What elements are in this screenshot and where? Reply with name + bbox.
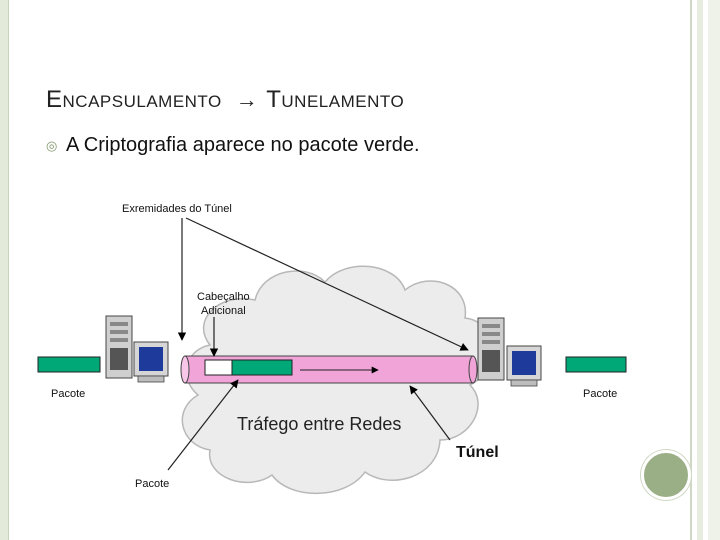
encrypted-packet (231, 359, 293, 376)
label-pacote-right: Pacote (583, 388, 617, 400)
additional-header-block (204, 359, 233, 376)
title-word: NCAPSULAMENTO (62, 92, 222, 111)
label-trafego: Tráfego entre Redes (237, 414, 401, 434)
computer-right-icon (477, 317, 542, 387)
computer-left-icon (105, 315, 169, 383)
arrow-right-icon: → (235, 87, 259, 112)
pointer-line (185, 217, 469, 351)
label-tunel: Túnel (456, 444, 499, 461)
bullet-text: A Criptografia aparece no pacote verde. (66, 134, 420, 156)
right-frame-line (708, 0, 720, 540)
target-bullet-icon: ◎ (46, 137, 58, 153)
label-extremidades: Exremidades do Túnel (122, 203, 232, 215)
title-initial: T (266, 86, 282, 113)
bullet-item: ◎ A Criptografia aparece no pacote verde… (46, 134, 420, 157)
slide-title: ENCAPSULAMENTO → TUNELAMENTO (46, 78, 404, 115)
decorative-circle (641, 450, 691, 500)
pointer-line (409, 385, 451, 441)
packet-right (565, 356, 627, 373)
packet-left (37, 356, 101, 373)
left-frame-border (0, 0, 9, 540)
right-frame-line (690, 0, 692, 540)
right-frame-line (697, 0, 703, 540)
label-pacote-left: Pacote (51, 388, 85, 400)
label-pacote-bottom: Pacote (135, 478, 169, 490)
title-word: UNELAMENTO (281, 92, 405, 111)
title-initial: E (46, 86, 63, 113)
label-cabecalho: Cabeçalho (197, 291, 250, 303)
pointer-line (167, 379, 239, 471)
label-adicional: Adicional (201, 305, 246, 317)
